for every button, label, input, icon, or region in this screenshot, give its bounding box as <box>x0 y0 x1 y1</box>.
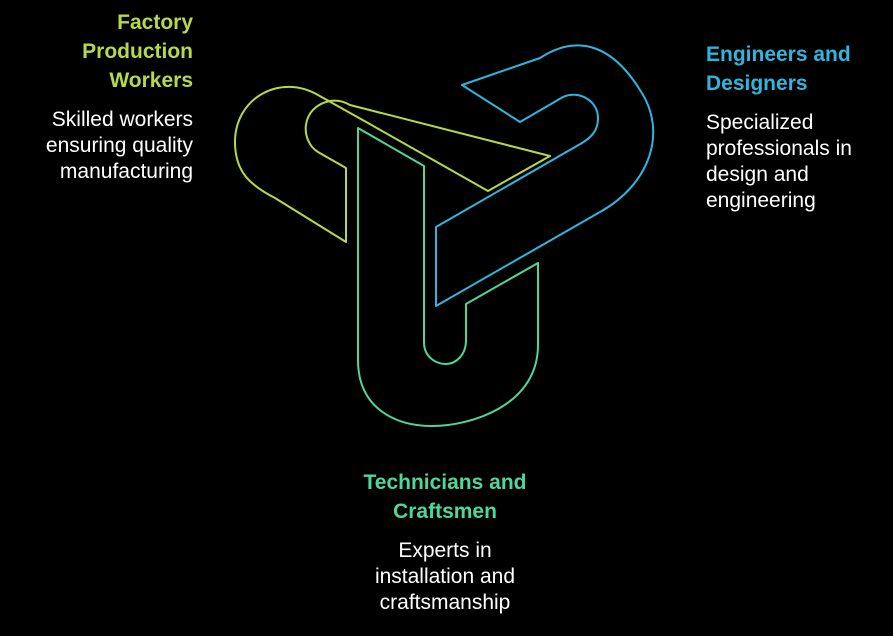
engineers-description-line: engineering <box>706 189 816 212</box>
technicians-title-line: Technicians and <box>363 471 527 494</box>
engineers-title-line: Designers <box>706 72 808 95</box>
engineers-description-line: professionals in <box>706 137 852 160</box>
technicians-description-line: craftsmanship <box>379 591 511 614</box>
factory-title-line: Factory <box>117 11 193 34</box>
engineers-title-line: Engineers and <box>706 43 851 66</box>
technicians-craftsmen-block: Technicians and Craftsmen Experts in ins… <box>300 468 590 616</box>
engineers-description-line: design and <box>706 163 809 186</box>
factory-description-line: manufacturing <box>59 160 193 183</box>
factory-description: Skilled workers ensuring quality manufac… <box>0 107 193 185</box>
technicians-title: Technicians and Craftsmen <box>300 468 590 526</box>
factory-loop <box>234 85 551 243</box>
factory-title-line: Workers <box>109 69 193 92</box>
technicians-loop <box>357 127 539 427</box>
technicians-description: Experts in installation and craftsmanshi… <box>300 538 590 616</box>
factory-description-line: ensuring quality <box>45 134 193 157</box>
engineers-loop <box>435 44 655 307</box>
engineers-title: Engineers and Designers <box>706 40 893 98</box>
engineers-description-line: Specialized <box>706 111 814 134</box>
factory-workers-block: Factory Production Workers Skilled worke… <box>0 8 193 185</box>
factory-title-line: Production <box>82 40 193 63</box>
technicians-description-line: Experts in <box>398 539 492 562</box>
technicians-title-line: Craftsmen <box>393 500 497 523</box>
engineers-designers-block: Engineers and Designers Specialized prof… <box>706 40 893 214</box>
technicians-description-line: installation and <box>374 565 516 588</box>
factory-title: Factory Production Workers <box>8 8 193 95</box>
factory-description-line: Skilled workers <box>51 108 193 131</box>
engineers-description: Specialized professionals in design and … <box>706 110 893 214</box>
